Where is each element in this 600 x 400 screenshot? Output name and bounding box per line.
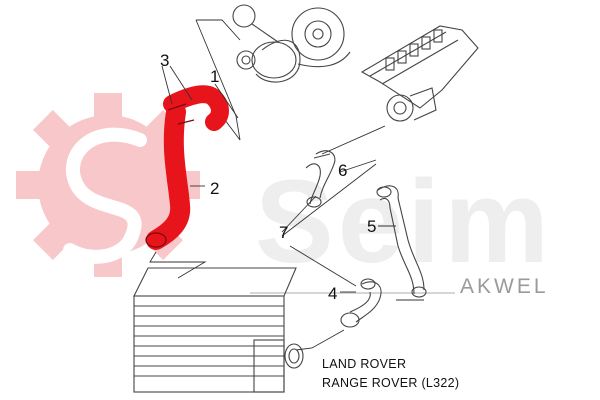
pipe-2-highlighted-part xyxy=(145,85,229,250)
callout-3: 3 xyxy=(160,51,169,70)
callout-1: 1 xyxy=(210,67,219,86)
seim-logo-text: Seim xyxy=(255,156,553,288)
akwel-logo-text: AKWEL xyxy=(460,275,549,298)
leader-intercooler xyxy=(149,251,207,279)
callout-6: 6 xyxy=(338,161,347,180)
vehicle-caption: LAND ROVER RANGE ROVER (L322) xyxy=(322,355,459,393)
leader-7-b xyxy=(281,163,377,237)
pipe-6-part xyxy=(305,150,336,208)
caption-model: RANGE ROVER (L322) xyxy=(322,376,460,390)
leader-7-c xyxy=(289,245,357,287)
leader-6 xyxy=(339,159,377,173)
leader-3-a xyxy=(161,65,173,105)
leader-1 xyxy=(214,83,239,119)
leader-3-b xyxy=(169,65,193,101)
intercooler-part xyxy=(133,267,304,393)
pipe-5-part xyxy=(376,185,427,298)
leader-pipe4-intercooler xyxy=(295,329,345,351)
caption-make: LAND ROVER xyxy=(322,357,407,371)
callout-2: 2 xyxy=(210,179,219,198)
leader-7-a xyxy=(281,195,317,233)
callout-7: 7 xyxy=(279,223,288,242)
seim-gear-logo-icon xyxy=(16,93,200,277)
callout-5: 5 xyxy=(367,217,376,236)
leader-manifold xyxy=(321,125,386,155)
pipe-4-part xyxy=(340,278,382,328)
turbocharger-part xyxy=(232,4,351,83)
leader-turbo-box-top xyxy=(196,19,241,41)
intake-manifold-part xyxy=(360,25,479,122)
callout-4: 4 xyxy=(328,284,337,303)
